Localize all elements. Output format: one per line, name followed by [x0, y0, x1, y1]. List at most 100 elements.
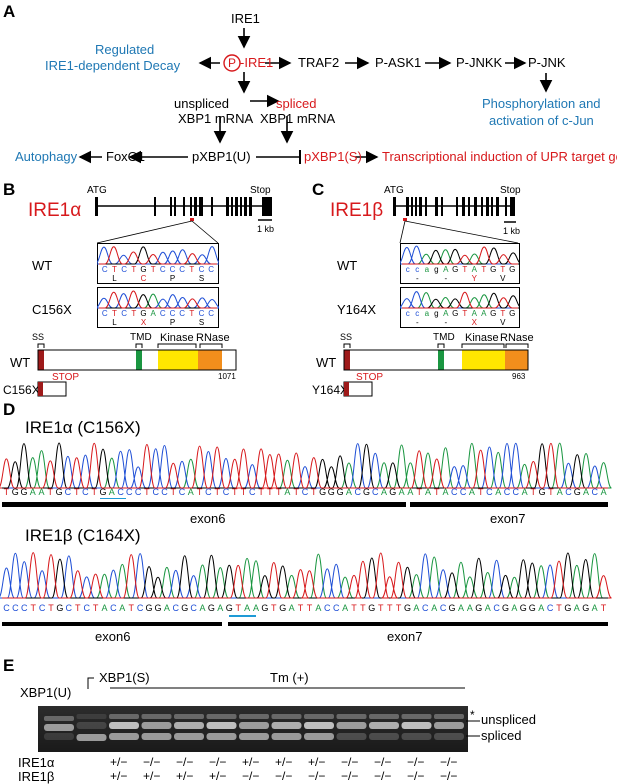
b-mut-base: T — [131, 309, 136, 318]
b-amino-acid: C — [141, 274, 147, 283]
d1-base: C — [249, 487, 256, 497]
d2-base: T — [93, 603, 99, 613]
d1-base: C — [126, 487, 133, 497]
d2-base: C — [3, 603, 10, 613]
d-track1-trace — [0, 442, 613, 489]
ire1a-stop-label: Stop — [250, 185, 271, 196]
d-track2-exon-a: exon6 — [95, 629, 131, 644]
gel-band-spliced — [206, 733, 237, 740]
c-amino-acid: - — [444, 274, 447, 283]
genotype-cell: +/− — [176, 769, 194, 783]
d1-base: T — [4, 487, 10, 497]
d1-base: A — [346, 487, 352, 497]
gel-band-spliced — [369, 733, 399, 740]
d1-base: C — [205, 487, 212, 497]
d1-base: C — [592, 487, 599, 497]
d2-base: C — [173, 603, 180, 613]
c-mut-base: A — [481, 309, 487, 318]
d2-base: A — [315, 603, 321, 613]
gel-band-unspliced — [44, 724, 74, 731]
ire1b-rnase-label: RNase — [500, 332, 534, 344]
b-amino-acid: P — [170, 318, 175, 327]
genotype-cell: −/− — [407, 769, 425, 783]
d1-base: A — [425, 487, 431, 497]
d2-base: T — [30, 603, 36, 613]
d2-base: T — [556, 603, 562, 613]
ire1b-stop-codon-label: STOP — [356, 372, 384, 383]
b-wt-base: C — [208, 265, 214, 274]
genotype-cell: +/− — [242, 755, 260, 769]
gel-band-spliced — [401, 733, 432, 740]
d2-base: C — [422, 603, 429, 613]
d1-base: T — [48, 487, 54, 497]
genotype-cell: −/− — [176, 755, 194, 769]
gel-band-star — [401, 714, 432, 719]
d2-base: A — [253, 603, 259, 613]
spliced-mrna-2: XBP1 mRNA — [260, 111, 336, 126]
b-wt-peaks-c — [97, 246, 219, 265]
genotype-cell: −/− — [143, 755, 161, 769]
b-mut-base: T — [112, 309, 117, 318]
d1-base: C — [460, 487, 467, 497]
c-wt-base: G — [490, 265, 496, 274]
d-track2-exon-b: exon7 — [387, 629, 423, 644]
c-mut-base: G — [509, 309, 515, 318]
b-wt-base: C — [121, 265, 127, 274]
d1-base: T — [267, 487, 273, 497]
d1-base: C — [152, 487, 159, 497]
c-wt-base: T — [500, 265, 505, 274]
b-wt-base: C — [199, 265, 205, 274]
c-wt-base: G — [509, 265, 515, 274]
gel-band-star — [369, 714, 399, 719]
gel-band-star — [174, 714, 204, 719]
ire1a-tmd-label: TMD — [130, 332, 152, 343]
d2-base: G — [145, 603, 152, 613]
c-wt-base: c — [415, 265, 419, 274]
b-mut-peaks-a — [99, 293, 217, 309]
gel-band-unspliced — [401, 722, 432, 729]
panel-label-b: B — [3, 180, 16, 199]
b-mut-base: T — [189, 309, 194, 318]
upr-induction-node: Transcriptional induction of UPR target … — [382, 149, 617, 164]
c-amino-acid: - — [416, 318, 419, 327]
autophagy-node: Autophagy — [15, 149, 78, 164]
d1-base: G — [539, 487, 546, 497]
ire1a-length-label: 1071 — [218, 372, 236, 381]
gel-band-star — [206, 714, 237, 719]
ire1a-mut-label: C156X — [32, 302, 72, 317]
d1-base: A — [495, 487, 501, 497]
ire1a-scale-label: 1 kb — [257, 224, 275, 234]
d2-base: T — [48, 603, 54, 613]
c-mut-base: A — [443, 309, 449, 318]
d2-base: C — [83, 603, 90, 613]
d1-base: C — [82, 487, 89, 497]
genotype-cell: −/− — [341, 755, 359, 769]
d1-peaks-c — [2, 442, 608, 489]
d2-base: C — [12, 603, 19, 613]
genotype-cell: −/− — [209, 755, 227, 769]
d2-base: C — [190, 603, 197, 613]
d1-base: C — [65, 487, 72, 497]
ire1b-protein-domains — [343, 343, 529, 397]
d2-base: G — [56, 603, 63, 613]
ire1a-wt-label: WT — [32, 258, 53, 273]
ridd-label-1: Regulated — [95, 42, 155, 57]
d2-base: A — [574, 603, 580, 613]
d1-base: C — [354, 487, 361, 497]
gel-band-unspliced — [271, 722, 302, 729]
d1-base: C — [565, 487, 572, 497]
d2-base: A — [217, 603, 223, 613]
d1-base: A — [557, 487, 563, 497]
d2-base: C — [324, 603, 331, 613]
d2-base: T — [271, 603, 277, 613]
genotype-cell: −/− — [242, 769, 260, 783]
gel-band-star — [434, 714, 464, 719]
d2-base: A — [458, 603, 464, 613]
ire1-node: IRE1 — [231, 11, 260, 26]
d1-base: A — [188, 487, 194, 497]
d2-base: A — [164, 603, 170, 613]
d2-base: A — [199, 603, 205, 613]
gel-band-spliced — [239, 733, 269, 740]
ire1b-mut-label: Y164X — [337, 302, 377, 317]
